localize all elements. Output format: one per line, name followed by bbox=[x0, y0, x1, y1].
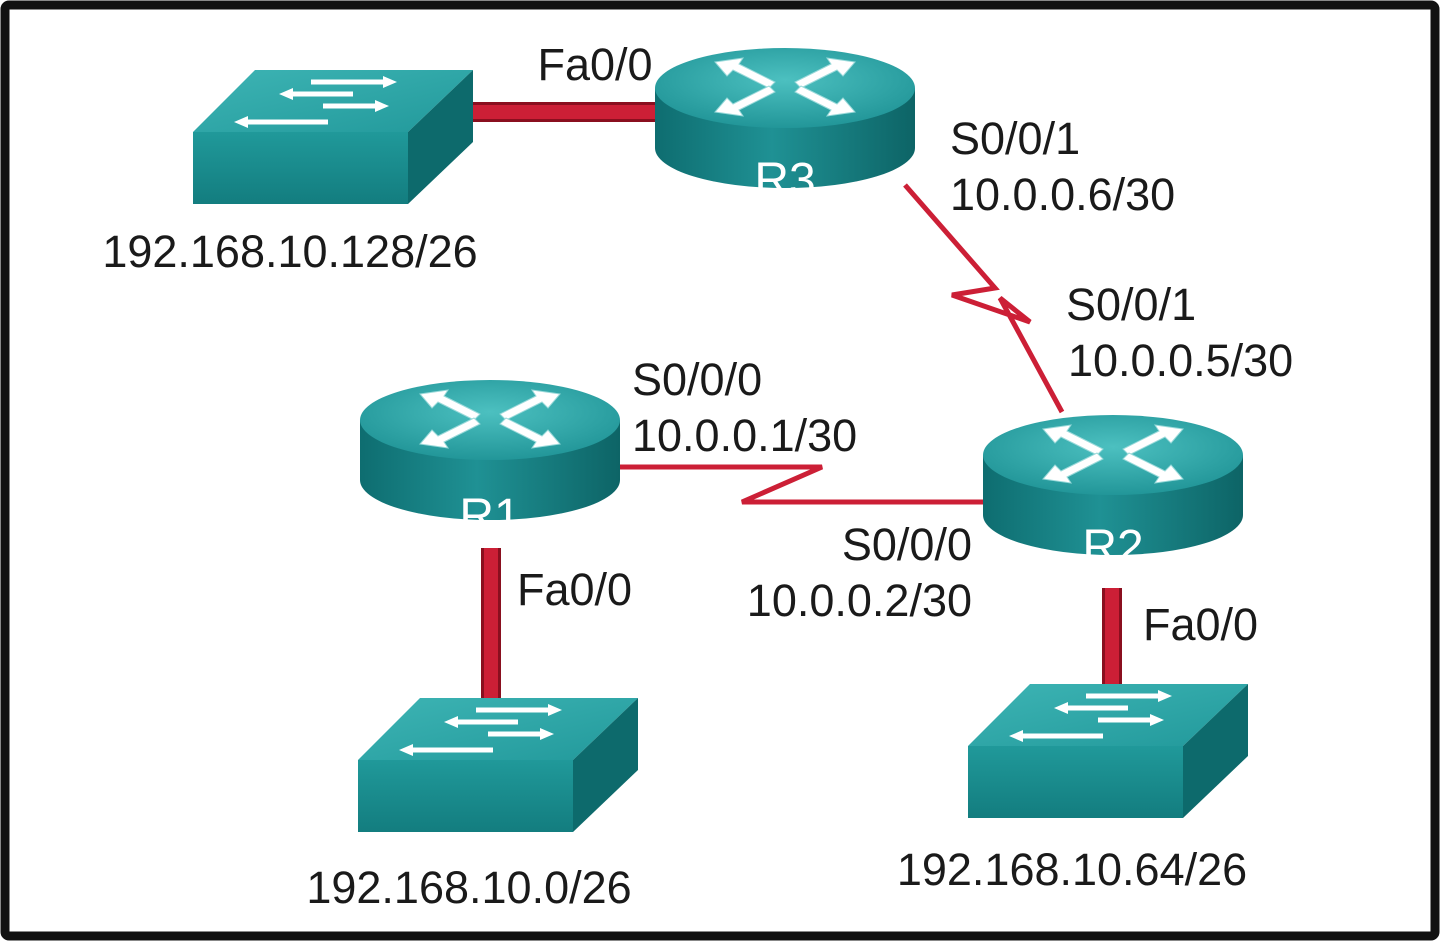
interface-label-r2-s1: S0/0/1 bbox=[1066, 279, 1196, 330]
network-label-sw2: 192.168.10.64/26 bbox=[897, 844, 1247, 895]
serial-link-icon bbox=[615, 464, 985, 505]
interface-label-r2-fa: Fa0/0 bbox=[1143, 599, 1258, 650]
network-label-sw1: 192.168.10.0/26 bbox=[306, 862, 631, 913]
interface-label-r1-s: S0/0/0 bbox=[632, 354, 762, 405]
router-label: R3 bbox=[754, 154, 815, 207]
interface-ip-r2-s1: 10.0.0.5/30 bbox=[1068, 335, 1293, 386]
interface-label-r1-fa: Fa0/0 bbox=[517, 564, 632, 615]
links bbox=[470, 102, 1122, 702]
interface-label-r3-fa: Fa0/0 bbox=[537, 39, 652, 90]
serial-link-icon bbox=[903, 183, 1065, 414]
router-r1[interactable]: R1 bbox=[359, 379, 621, 543]
interface-ip-r3-s: 10.0.0.6/30 bbox=[950, 169, 1175, 220]
interface-label-r3-s: S0/0/1 bbox=[950, 113, 1080, 164]
interface-ip-r2-s0: 10.0.0.2/30 bbox=[747, 575, 972, 626]
interface-ip-r1-s: 10.0.0.1/30 bbox=[632, 410, 857, 461]
router-label: R1 bbox=[459, 490, 520, 543]
router-label: R2 bbox=[1082, 521, 1143, 574]
router-r3[interactable]: R3 bbox=[654, 47, 916, 207]
network-label-sw3: 192.168.10.128/26 bbox=[102, 226, 477, 277]
interface-label-r2-s0: S0/0/0 bbox=[842, 519, 972, 570]
router-r2[interactable]: R2 bbox=[982, 414, 1244, 574]
